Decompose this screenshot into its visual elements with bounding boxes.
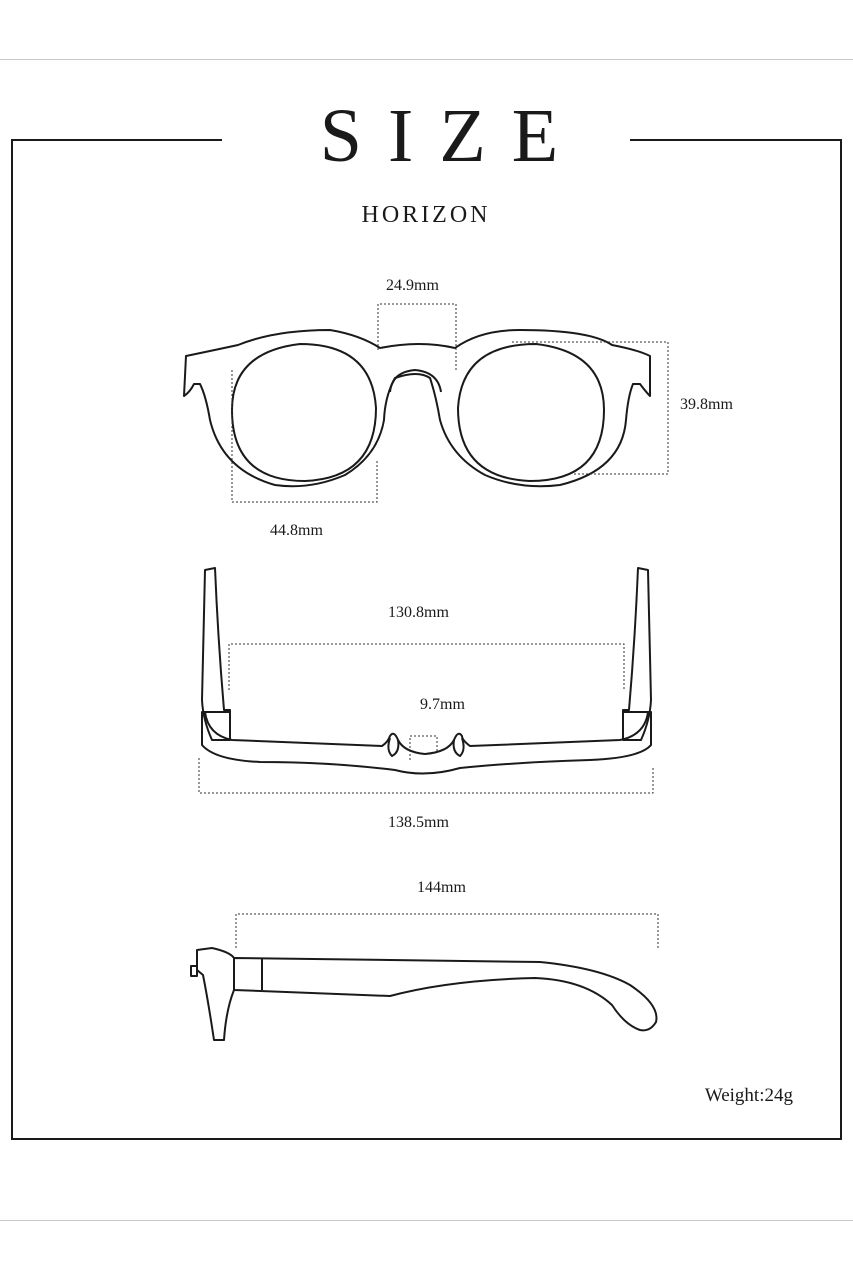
bottom-divider: [0, 1220, 853, 1221]
side-view-glasses: [190, 947, 658, 1041]
top-view-guides: [198, 643, 654, 794]
front-view-glasses: [183, 329, 651, 488]
bridge-width-label: 24.9mm: [386, 277, 439, 294]
nose-pad-gap-label: 9.7mm: [420, 696, 465, 713]
front-total-width-label: 138.5mm: [388, 814, 449, 831]
model-name: HORIZON: [361, 202, 491, 228]
front-view-guides: [231, 303, 669, 503]
front-inner-width-label: 130.8mm: [388, 604, 449, 621]
side-view-guides: [235, 913, 659, 948]
page-title: SIZE: [319, 94, 585, 178]
border-frame: [11, 139, 842, 1140]
temple-length-label: 144mm: [417, 879, 466, 896]
top-view-glasses: [201, 567, 652, 775]
lens-height-label: 39.8mm: [680, 396, 733, 413]
lens-width-label: 44.8mm: [270, 522, 323, 539]
top-divider: [0, 59, 853, 60]
weight-label: Weight:24g: [704, 1085, 793, 1106]
